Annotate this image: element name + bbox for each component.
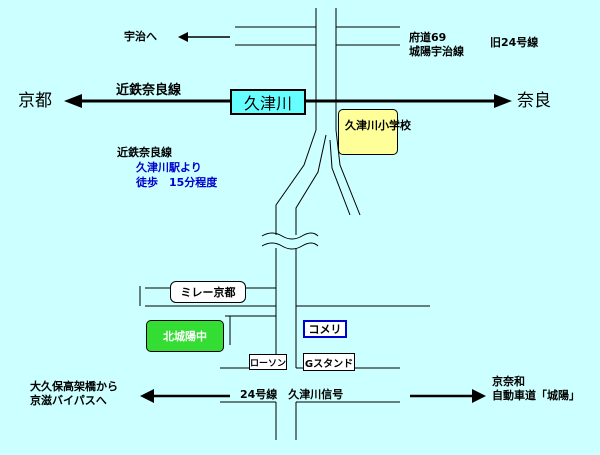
railway-label: 近鉄奈良線 (116, 83, 182, 98)
route24-west-line1: 大久保高架橋から (30, 380, 118, 393)
label-prefectural-road: 府道69 (409, 31, 447, 44)
label-old-route: 旧24号線 (490, 36, 539, 49)
station-kutsukawa: 久津川 (230, 89, 306, 115)
road-diagonal-west (275, 129, 317, 235)
route24-arrow-west-head (140, 389, 154, 403)
elementary-school: 久津川小学校 (338, 109, 411, 155)
route24-west-line2: 京滋バイパスへ (30, 394, 107, 407)
uji-arrow-head (178, 32, 188, 42)
route24-east-line2: 自動車道「城陽」 (492, 389, 580, 402)
venue-kitajoyo-junior-high: 北城陽中 (146, 320, 224, 352)
road-branch-east-inner (329, 139, 351, 216)
route24-label: 24号線 久津川信号 (240, 388, 344, 401)
landmark-gas-station: Gスタンド (303, 353, 355, 371)
elementary-school-label: 久津川小学校 (345, 119, 411, 132)
landmark-miller: ミレー京都 (170, 281, 246, 303)
railway-arrow-west (64, 94, 82, 108)
destination-nara: 奈良 (517, 91, 551, 111)
landmark-komeri: コメリ (303, 320, 347, 338)
road-diagonal-west-inner (295, 134, 327, 235)
destination-kyoto: 京都 (18, 91, 52, 111)
road-break-mark-lower (261, 242, 319, 250)
access-from: 久津川駅より (136, 161, 202, 174)
label-prefectural-road-name: 城陽宇治線 (409, 45, 464, 58)
landmark-lawson: ローソン (249, 354, 287, 370)
label-to-uji: 宇治へ (124, 30, 157, 43)
route24-arrow-east-head (472, 389, 486, 403)
road-break-mark-upper (261, 232, 319, 240)
access-line: 近鉄奈良線 (117, 146, 172, 159)
railway-arrow-east (494, 94, 512, 108)
road-branch-east (335, 129, 361, 216)
access-walk: 徒歩 15分程度 (136, 176, 218, 189)
route24-east-line1: 京奈和 (492, 375, 525, 388)
